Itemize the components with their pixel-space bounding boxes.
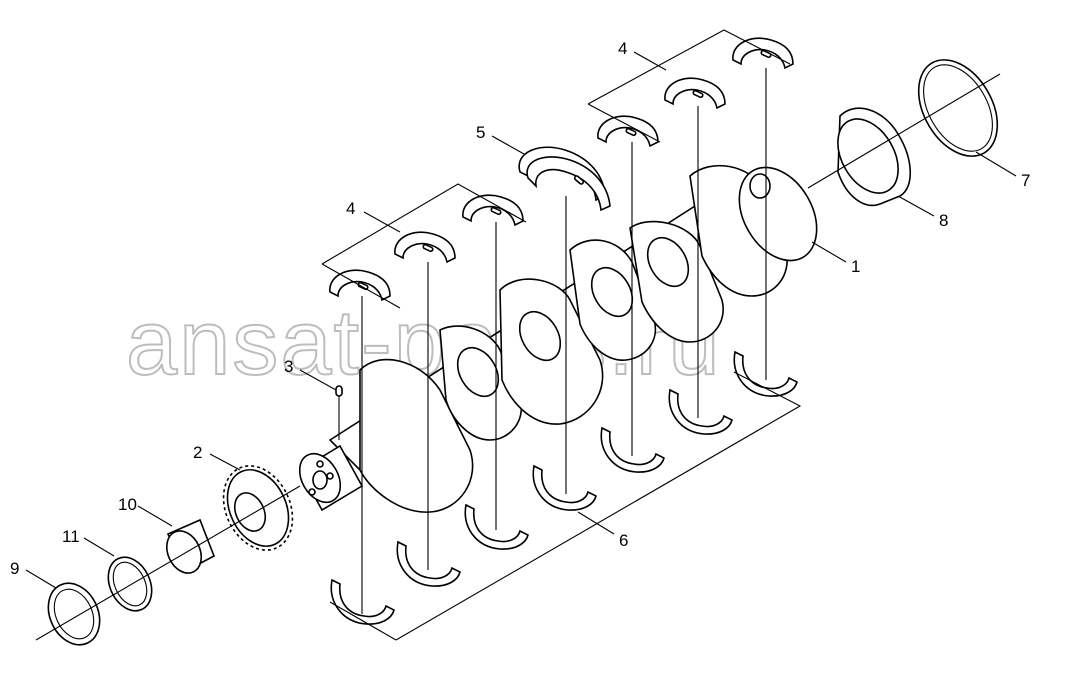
leader-lines (25, 51, 1017, 589)
front-seal (47, 582, 101, 646)
upper-shell-6 (732, 37, 794, 69)
lower-shell-4 (532, 465, 597, 511)
callout-5: 5 (476, 123, 485, 142)
upper-shell-3 (462, 194, 524, 226)
lower-shell-3 (464, 504, 529, 550)
callout-9: 9 (10, 559, 19, 578)
crankshaft (298, 164, 818, 513)
callout-4-lower: 4 (346, 199, 355, 218)
lower-shell-1 (330, 579, 395, 625)
lower-shell-5 (600, 427, 665, 473)
callout-3: 3 (284, 357, 293, 376)
callout-11: 11 (62, 527, 80, 546)
lower-shells-bracket (329, 371, 802, 641)
callout-4-upper: 4 (618, 39, 627, 58)
upper-shell-5 (664, 77, 726, 109)
lower-shell-6 (668, 389, 733, 435)
callout-labels: 1 2 3 4 4 5 6 7 8 9 10 11 (10, 39, 1030, 578)
front-ring (107, 556, 153, 612)
rear-seal (917, 59, 999, 157)
rear-sleeve (837, 107, 911, 207)
upper-shell-2 (394, 231, 456, 263)
callout-6: 6 (619, 531, 628, 550)
crank-gear (222, 465, 294, 551)
callout-10: 10 (118, 495, 137, 514)
axis-lines (35, 73, 1001, 641)
alignment-lines (361, 68, 767, 614)
thrust-bearing-shell (518, 146, 611, 212)
upper-shell-4 (597, 115, 659, 147)
callout-7: 7 (1021, 171, 1030, 190)
lower-shell-2 (396, 541, 461, 587)
callout-8: 8 (939, 211, 948, 230)
upper-shells-bracket (321, 29, 791, 309)
callout-1: 1 (851, 257, 860, 276)
front-sleeve (165, 518, 216, 574)
dowel-pin (335, 385, 343, 440)
callout-2: 2 (193, 443, 202, 462)
